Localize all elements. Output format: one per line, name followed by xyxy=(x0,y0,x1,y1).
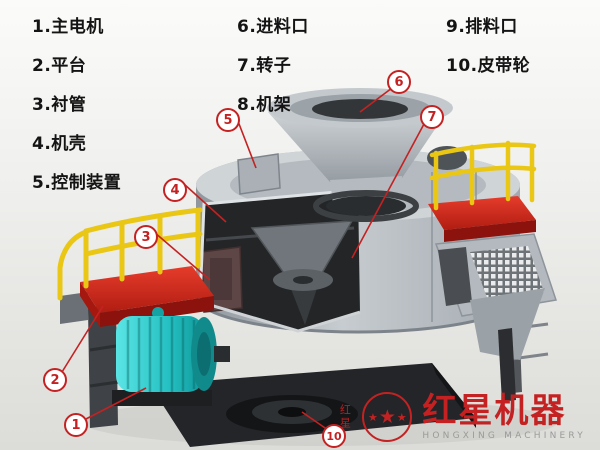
main-motor xyxy=(112,307,230,406)
cutaway-interior xyxy=(198,188,361,333)
callout-4: 4 xyxy=(163,178,187,202)
right-railing xyxy=(429,140,537,211)
legend-item: 2.平台 xyxy=(32,56,87,76)
legend-column-2: 6.进料口 7.转子 8.机架 xyxy=(237,12,309,115)
cut-edge xyxy=(198,188,359,303)
callout-5: 5 xyxy=(216,108,240,132)
leader-lines xyxy=(61,87,425,431)
brand-name: 红星机器 xyxy=(422,390,567,431)
legend-column-1: 1.主电机 2.平台 3.衬管 4.机壳 5.控制装置 xyxy=(32,12,121,193)
belt-pulley xyxy=(226,395,358,433)
right-platform xyxy=(428,196,536,242)
discharge-chute xyxy=(434,233,557,402)
callout-2: 2 xyxy=(43,368,67,392)
brand-vertical-text: 红星 xyxy=(338,404,352,430)
legend-item: 10.皮带轮 xyxy=(446,56,531,76)
legend-column-3: 9.排料口 10.皮带轮 xyxy=(446,12,530,76)
feed-inlet xyxy=(312,99,408,119)
callout-7: 7 xyxy=(420,105,444,129)
star-icon: ★ xyxy=(367,410,378,424)
legend-item: 5.控制装置 xyxy=(32,173,122,193)
cut-edge xyxy=(199,300,361,333)
legend-item: 9.排料口 xyxy=(446,17,518,37)
legend-item: 6.进料口 xyxy=(237,17,309,37)
motor-shaft xyxy=(214,346,230,362)
left-railing xyxy=(57,207,203,301)
star-icon: ★ xyxy=(396,410,407,424)
legend-item: 7.转子 xyxy=(237,56,292,76)
brand-text-block: 红星机器 HONGXING MACHINERY xyxy=(422,394,586,441)
legend-item: 4.机壳 xyxy=(32,134,87,154)
callout-6: 6 xyxy=(387,70,411,94)
star-icon: ★ xyxy=(378,406,396,428)
legend-item: 1.主电机 xyxy=(32,17,104,37)
callout-10: 10 xyxy=(322,424,346,448)
legend-item: 3.衬管 xyxy=(32,95,87,115)
brand-subtitle: HONGXING MACHINERY xyxy=(422,430,586,441)
brand-logo-badge: ★ ★ ★ xyxy=(362,392,413,442)
left-support-column xyxy=(60,292,119,428)
callout-3: 3 xyxy=(134,225,158,249)
legend-item: 8.机架 xyxy=(237,95,292,115)
control-device xyxy=(237,153,281,195)
brand-watermark: 红星 ★ ★ ★ 红星机器 HONGXING MACHINERY xyxy=(336,392,586,442)
callout-1: 1 xyxy=(64,413,88,437)
